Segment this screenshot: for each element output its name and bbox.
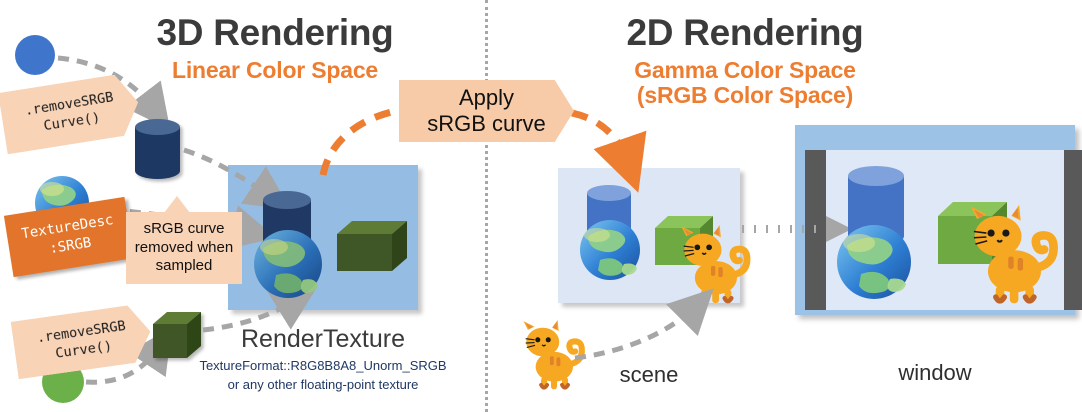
scene-contents xyxy=(580,185,751,304)
caption-rendertexture-title: RenderTexture xyxy=(241,325,405,353)
balloon-pointer xyxy=(164,196,190,213)
scene-cat-icon xyxy=(681,225,751,304)
rt-globe-icon xyxy=(254,230,322,298)
scene-globe-icon xyxy=(580,220,640,280)
arrow-cat-to-scene xyxy=(574,288,714,361)
orange-curve-left-segment xyxy=(319,106,401,176)
blue-sphere-icon xyxy=(15,35,55,75)
dark-cylinder-icon xyxy=(135,119,180,179)
rendertexture-contents xyxy=(254,191,407,298)
win-cat-icon xyxy=(970,205,1058,304)
banner-line1: Apply xyxy=(458,85,515,111)
arrow-blue-sphere-to-cylinder xyxy=(57,55,171,130)
win-globe-icon xyxy=(837,225,911,299)
caption-rendertexture-format-line1: TextureFormat::R8G8B8A8_Unorm_SRGB xyxy=(199,358,447,373)
caption-window: window xyxy=(898,360,972,385)
caption-rendertexture-format-line2: or any other floating-point texture xyxy=(227,377,419,392)
subtitle-linear-color-space: Linear Color Space xyxy=(171,57,379,83)
banner-line2: sRGB curve xyxy=(427,111,546,136)
arrow-green-sphere-to-cube xyxy=(85,327,172,385)
srgb-removed-line1: sRGB curve xyxy=(143,219,225,237)
rt-cube-icon xyxy=(337,221,407,271)
callout-srgb-curve-removed: sRGB curve removed when sampled xyxy=(126,196,242,284)
subtitle-gamma-color-space: Gamma Color Space xyxy=(634,57,856,83)
section-divider xyxy=(485,0,488,412)
arrow-cube-to-rendertexture xyxy=(202,286,318,333)
standalone-cat-icon xyxy=(523,320,585,390)
srgb-removed-line3: sampled xyxy=(155,257,213,275)
srgb-removed-line2: removed when xyxy=(134,238,234,256)
caption-scene: scene xyxy=(619,362,679,387)
orange-curve-right-segment xyxy=(571,109,647,193)
page-title-3d-rendering: 3D Rendering xyxy=(156,12,394,53)
dark-cube-icon xyxy=(153,312,201,358)
window-contents xyxy=(837,166,1058,304)
page-title-2d-rendering: 2D Rendering xyxy=(626,12,864,53)
arrow-scene-to-window-head xyxy=(826,216,852,242)
subtitle-srgb-color-space: (sRGB Color Space) xyxy=(636,82,854,108)
banner-apply-srgb-curve: Apply sRGB curve xyxy=(399,80,574,142)
arrow-cylinder-to-rendertexture xyxy=(183,147,291,210)
